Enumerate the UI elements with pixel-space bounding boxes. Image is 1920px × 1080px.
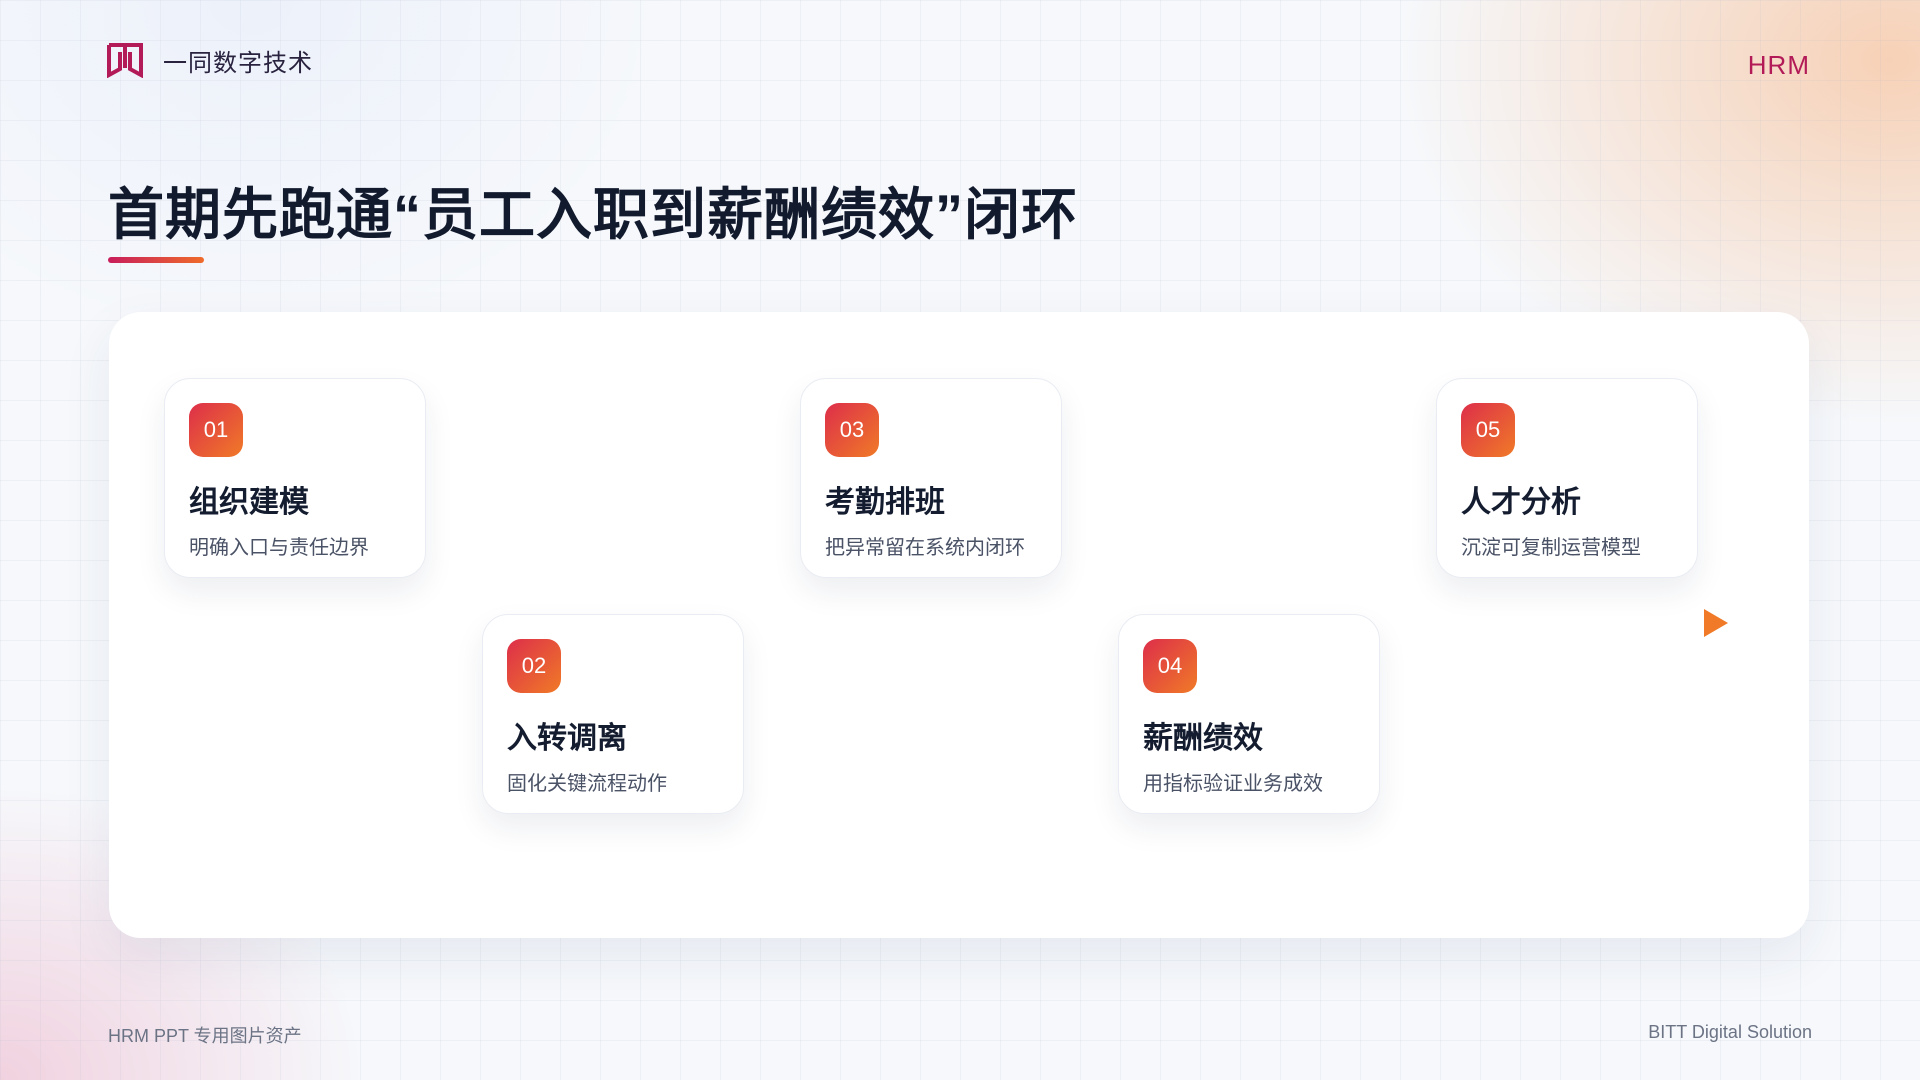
- brand-mark-icon: [107, 43, 143, 78]
- step-description: 用指标验证业务成效: [1143, 773, 1323, 795]
- step-number-badge: 02: [507, 639, 561, 693]
- step-number-badge: 05: [1461, 403, 1515, 457]
- step-title: 考勤排班: [825, 486, 945, 519]
- step-title: 入转调离: [507, 722, 627, 755]
- step-card-05: 05 人才分析 沉淀可复制运营模型: [1436, 378, 1698, 578]
- footer-right-text: BITT Digital Solution: [1648, 1022, 1812, 1042]
- step-number-badge: 01: [189, 403, 243, 457]
- step-description: 把异常留在系统内闭环: [825, 537, 1025, 559]
- step-card-03: 03 考勤排班 把异常留在系统内闭环: [800, 378, 1062, 578]
- footer-left-text: HRM PPT 专用图片资产: [108, 1026, 302, 1046]
- title-underline: [108, 257, 204, 263]
- step-description: 固化关键流程动作: [507, 773, 667, 795]
- page-title: 首期先跑通“员工入职到薪酬绩效”闭环: [108, 183, 1078, 246]
- step-card-04: 04 薪酬绩效 用指标验证业务成效: [1118, 614, 1380, 814]
- step-title: 人才分析: [1461, 486, 1581, 519]
- step-number-badge: 04: [1143, 639, 1197, 693]
- step-card-01: 01 组织建模 明确入口与责任边界: [164, 378, 426, 578]
- step-card-02: 02 入转调离 固化关键流程动作: [482, 614, 744, 814]
- brand-logo: 一同数字技术: [106, 42, 313, 78]
- product-tag: HRM: [1747, 50, 1810, 80]
- timeline-arrow-icon: [1704, 609, 1728, 637]
- step-title: 组织建模: [189, 486, 309, 519]
- step-number-badge: 03: [825, 403, 879, 457]
- step-description: 沉淀可复制运营模型: [1461, 537, 1641, 559]
- brand-name: 一同数字技术: [163, 49, 313, 77]
- step-title: 薪酬绩效: [1143, 722, 1263, 755]
- step-description: 明确入口与责任边界: [189, 537, 369, 559]
